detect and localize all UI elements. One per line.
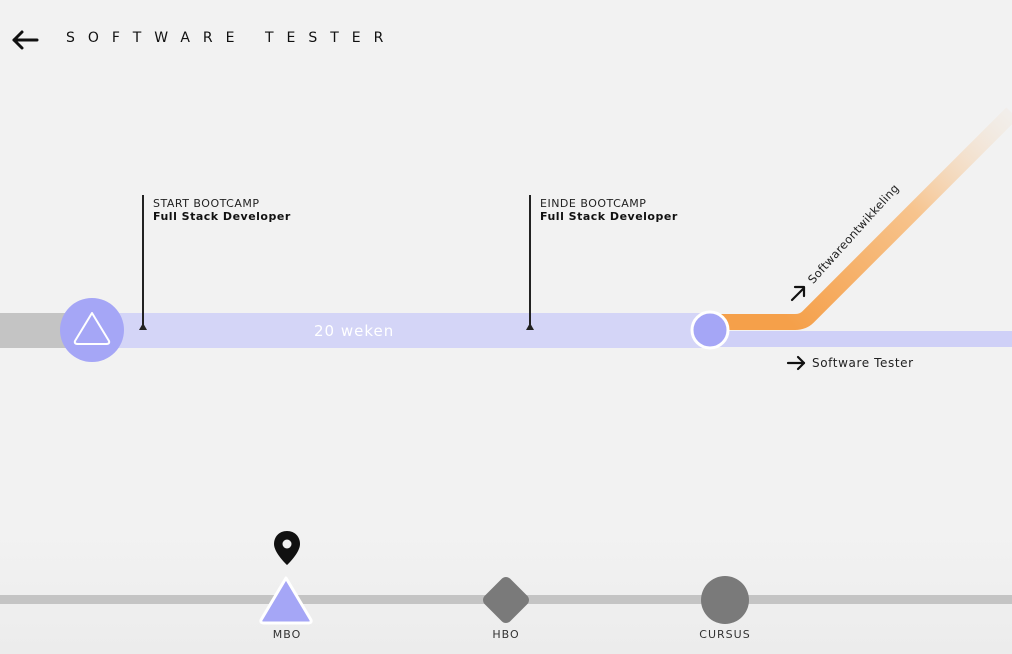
education-label-mbo[interactable]: MBO	[272, 628, 302, 641]
marker-text: EINDE BOOTCAMP Full Stack Developer	[540, 197, 678, 223]
marker-pointer	[526, 323, 534, 330]
circle-icon	[701, 576, 749, 624]
marker-kicker: EINDE BOOTCAMP	[540, 197, 647, 210]
page-title: SOFTWARE TESTER	[66, 30, 397, 46]
branch-software-tester	[710, 331, 1012, 347]
marker-text: START BOOTCAMP Full Stack Developer	[153, 197, 291, 223]
end-node[interactable]	[690, 310, 730, 350]
marker-line	[142, 195, 144, 325]
bootcamp-track	[70, 313, 710, 348]
arrow-left-icon	[12, 30, 39, 50]
education-level-hbo[interactable]	[481, 575, 532, 626]
triangle-icon	[73, 312, 111, 345]
branch-label-software-tester[interactable]: Software Tester	[812, 356, 914, 370]
bootcamp-duration: 20 weken	[314, 322, 395, 340]
education-label-cursus[interactable]: CURSUS	[699, 628, 751, 641]
marker-pointer	[139, 323, 147, 330]
education-level-cursus[interactable]	[701, 576, 749, 624]
branch-softwareontwikkeling	[712, 107, 1012, 330]
arrow-up-right-icon	[790, 285, 806, 302]
marker-title: Full Stack Developer	[153, 210, 291, 223]
past-track	[0, 313, 70, 348]
start-node[interactable]	[60, 298, 124, 362]
arrow-right-icon	[786, 355, 806, 371]
marker-title: Full Stack Developer	[540, 210, 678, 223]
diamond-icon	[483, 577, 529, 623]
back-button[interactable]	[10, 25, 42, 55]
marker-line	[529, 195, 531, 325]
education-level-mbo[interactable]	[259, 576, 313, 625]
map-pin-icon	[274, 531, 300, 565]
education-label-hbo[interactable]: HBO	[492, 628, 520, 641]
marker-kicker: START BOOTCAMP	[153, 197, 260, 210]
triangle-icon	[259, 576, 313, 625]
